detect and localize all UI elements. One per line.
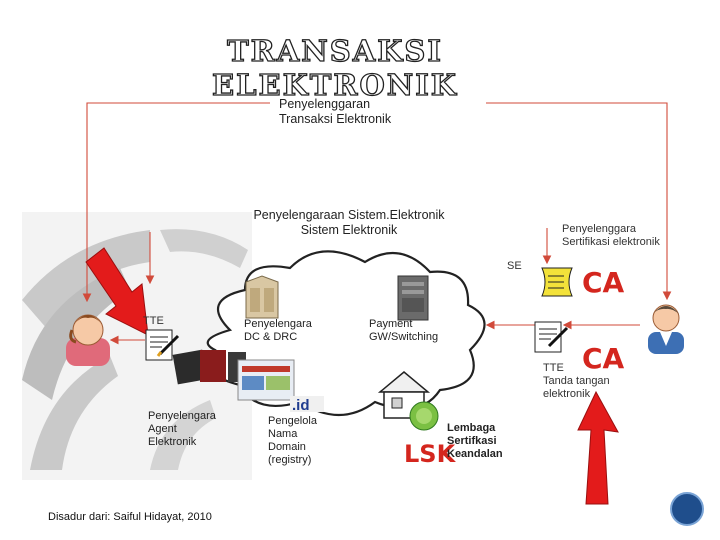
document-pen-icon-right — [534, 321, 569, 353]
penyelenggara-sertifikasi-label: Penyelenggara Sertifikasi elektronik — [562, 223, 660, 249]
source-caption: Disadur dari: Saiful Hidayat, 2010 — [48, 511, 212, 523]
agent-label: Penyelengara Agent Elektronik — [148, 410, 216, 449]
ca-logo-top-text: CA — [582, 266, 625, 299]
ca-logo-top: CA — [582, 266, 625, 299]
tte-left-label: TTE — [143, 315, 164, 327]
document-pen-icon — [145, 329, 180, 361]
lsk-logo: LSK — [404, 440, 457, 468]
payment-label: Payment GW/Switching — [369, 318, 438, 344]
server-icon — [397, 275, 429, 321]
person-left-icon — [66, 314, 110, 366]
penyelenggaran-te-line2: Transaksi Elektronik — [279, 112, 392, 126]
payment-line1: Payment — [369, 318, 413, 330]
agent-line2: Agent — [148, 423, 177, 435]
penyelenggara-sertifikasi-line2: Sertifikasi elektronik — [562, 236, 660, 248]
agent-line1: Penyelengara — [148, 410, 216, 422]
agent-devices-image — [172, 349, 295, 401]
penyelenggaraan-se-line2: Sistem Elektronik — [300, 223, 398, 237]
domain-label: Pengelola Nama Domain (registry) — [268, 415, 317, 467]
dc-drc-line1: Penyelengara — [244, 318, 312, 330]
ca-logo-bottom: CA — [582, 342, 625, 375]
agent-line3: Elektronik — [148, 436, 197, 448]
tte-right-line3: elektronik — [543, 388, 591, 400]
penyelenggaran-te-line1: Penyelenggaran — [279, 97, 371, 111]
certificate-icon — [541, 267, 573, 297]
domain-line4: (registry) — [268, 454, 312, 466]
lsk-line3: Keandalan — [447, 448, 503, 460]
lsk-label: Lembaga Sertifkasi Keandalan — [447, 422, 503, 461]
connector-lines — [82, 102, 672, 345]
dc-drc-label: Penyelengara DC & DRC — [244, 318, 312, 344]
highlight-arrow-left — [85, 247, 149, 336]
tte-right-line1: TTE — [543, 362, 564, 374]
tte-right-label: TTE Tanda tangan elektronik — [543, 362, 610, 401]
trust-seal-icon — [409, 401, 439, 431]
domain-line1: Pengelola — [268, 415, 317, 427]
person-right-icon — [648, 304, 684, 354]
slide-nav-button[interactable] — [670, 492, 704, 526]
domain-logo: .id — [290, 396, 324, 414]
lsk-line2: Sertifkasi — [447, 435, 497, 447]
svg-text:.id: .id — [292, 397, 310, 414]
domain-line2: Nama — [268, 428, 298, 440]
domain-line3: Domain — [268, 441, 306, 453]
se-label: SE — [507, 260, 522, 272]
dc-drc-line2: DC & DRC — [244, 331, 298, 343]
penyelenggaraan-se-line1: Penyelengaraan Sistem.Elektronik — [253, 208, 445, 222]
payment-line2: GW/Switching — [369, 331, 439, 343]
slide-title: TRANSAKSI ELEKTRONIK — [211, 33, 459, 102]
penyelenggara-sertifikasi-line1: Penyelenggara — [562, 223, 637, 235]
penyelenggaran-te-label: Penyelenggaran Transaksi Elektronik — [279, 97, 391, 127]
ca-logo-bottom-text: CA — [582, 342, 625, 375]
lsk-logo-text: LSK — [404, 440, 457, 468]
datacenter-icon — [245, 275, 279, 319]
highlight-arrow-right — [577, 390, 619, 505]
penyelenggaraan-se-label: Penyelengaraan Sistem.Elektronik Sistem … — [244, 208, 454, 238]
lsk-line1: Lembaga — [447, 422, 496, 434]
tte-right-line2: Tanda tangan — [543, 375, 610, 387]
